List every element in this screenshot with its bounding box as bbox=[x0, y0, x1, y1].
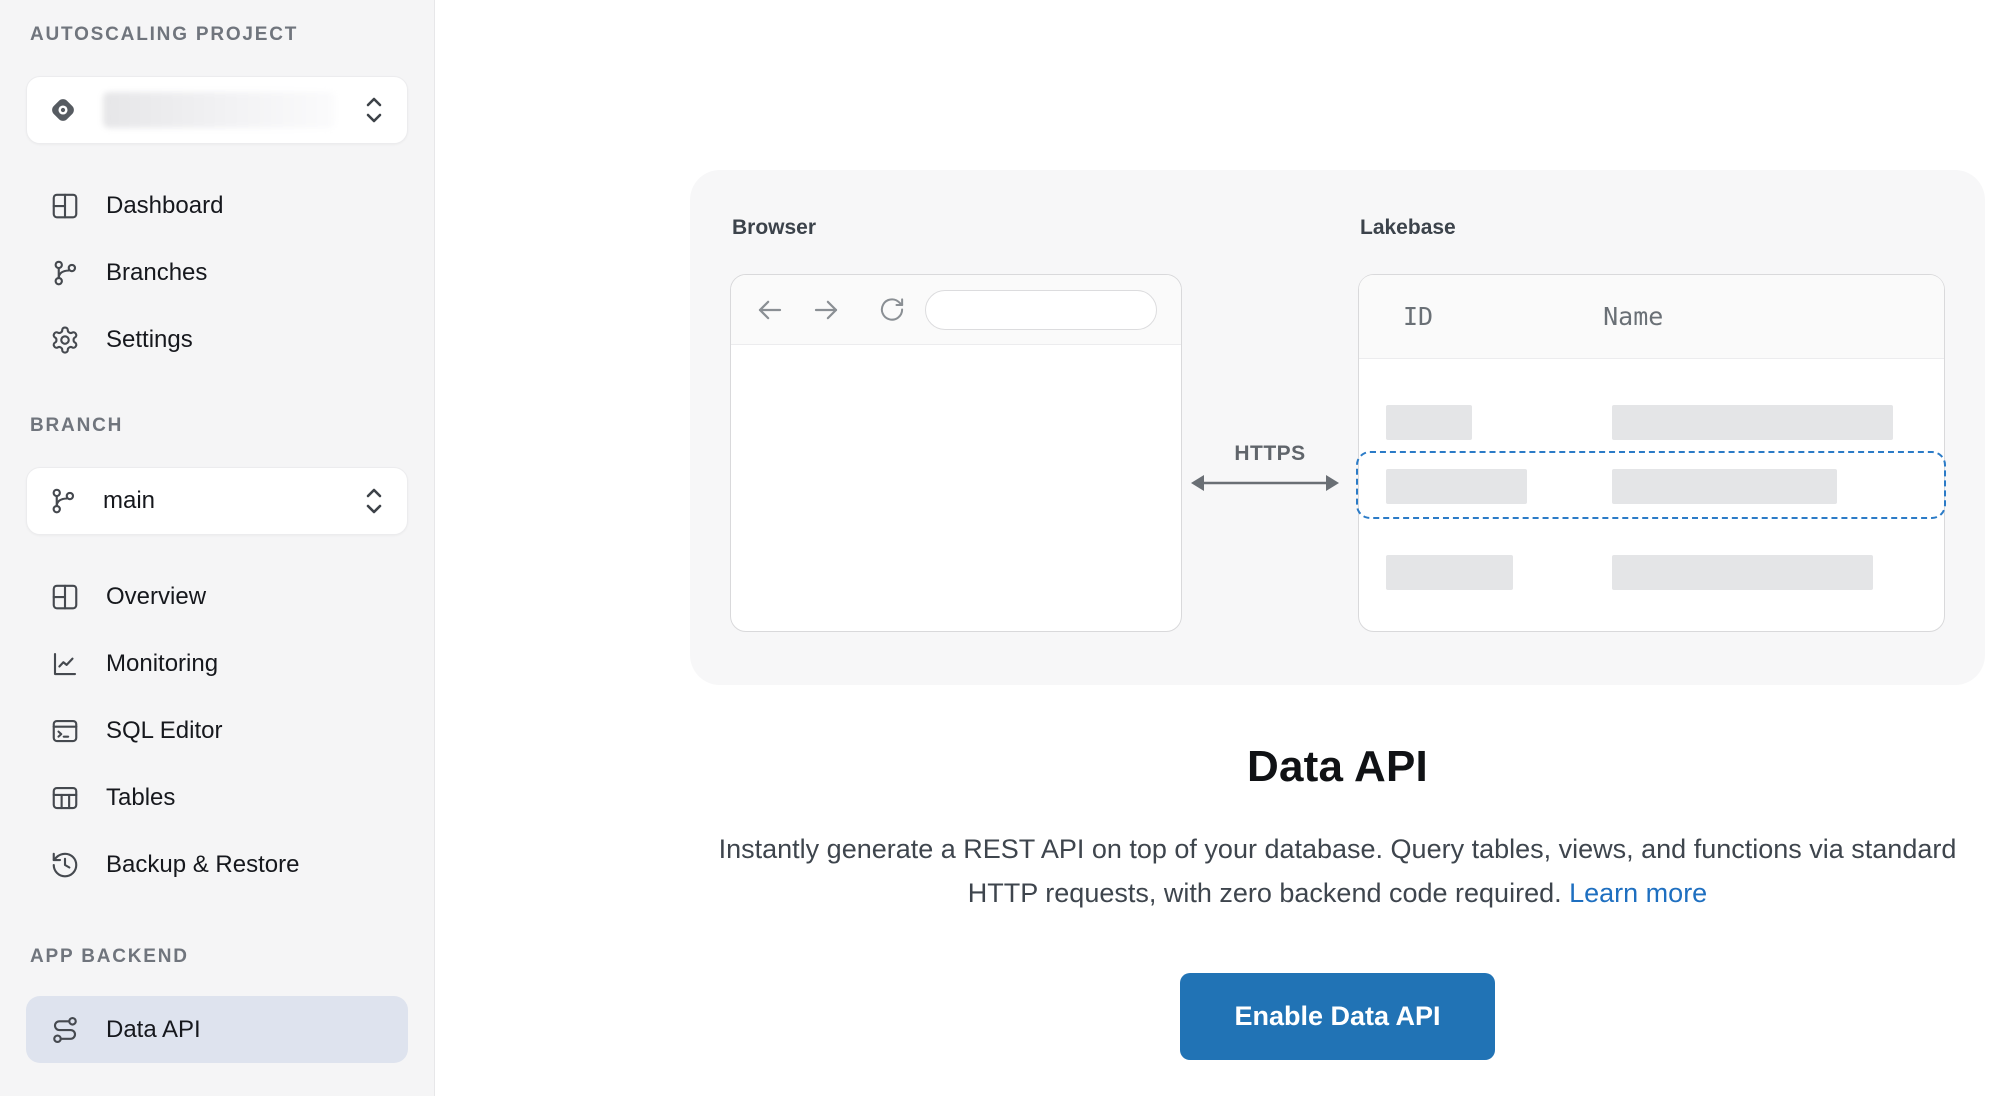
https-label: HTTPS bbox=[1234, 442, 1306, 465]
placeholder-cell bbox=[1386, 469, 1527, 504]
browser-toolbar bbox=[731, 275, 1181, 345]
url-bar bbox=[925, 289, 1157, 330]
page-description: Instantly generate a REST API on top of … bbox=[715, 828, 1960, 915]
selected-row-dashed-outline bbox=[1356, 451, 1946, 519]
overview-icon bbox=[50, 582, 80, 612]
enable-data-api-button[interactable]: Enable Data API bbox=[1180, 973, 1495, 1061]
sidebar-item-label: Branches bbox=[106, 258, 208, 286]
sidebar-item-overview[interactable]: Overview bbox=[26, 563, 408, 630]
learn-more-link[interactable]: Learn more bbox=[1569, 877, 1708, 908]
sidebar-item-label: Tables bbox=[106, 783, 176, 811]
column-header-name: Name bbox=[1603, 302, 1664, 331]
branch-section-label: BRANCH bbox=[30, 415, 124, 436]
placeholder-cell bbox=[1612, 405, 1893, 440]
browser-mockup bbox=[730, 274, 1182, 632]
project-name-redacted bbox=[103, 92, 335, 128]
sidebar-item-label: Monitoring bbox=[106, 649, 219, 677]
branch-nav: Overview Monitoring SQL Editor bbox=[26, 563, 408, 898]
sidebar-item-label: SQL Editor bbox=[106, 716, 223, 744]
back-arrow-icon bbox=[755, 295, 785, 325]
line-chart-icon bbox=[50, 649, 80, 679]
lakebase-table-mockup: ID Name bbox=[1356, 274, 1946, 632]
sidebar-item-label: Dashboard bbox=[106, 191, 224, 219]
git-branch-icon bbox=[50, 258, 80, 288]
project-nav: Dashboard Branches Settings bbox=[26, 172, 408, 373]
forward-arrow-icon bbox=[811, 295, 841, 325]
backend-section-label: APP BACKEND bbox=[30, 946, 189, 967]
browser-mock-label: Browser bbox=[732, 216, 817, 239]
placeholder-cell bbox=[1386, 555, 1513, 590]
page-title: Data API bbox=[1247, 742, 1428, 791]
sidebar-item-tables[interactable]: Tables bbox=[26, 764, 408, 831]
sidebar-item-sql-editor[interactable]: SQL Editor bbox=[26, 697, 408, 764]
sidebar-item-label: Settings bbox=[106, 325, 193, 353]
sidebar-item-dashboard[interactable]: Dashboard bbox=[26, 172, 408, 239]
sidebar-item-label: Data API bbox=[106, 1015, 201, 1043]
sidebar-item-label: Overview bbox=[106, 582, 207, 610]
gear-icon bbox=[50, 325, 80, 355]
double-arrow-icon bbox=[1190, 470, 1340, 496]
illustration-panel: Browser bbox=[690, 170, 1985, 685]
branch-selector-value: main bbox=[103, 487, 156, 514]
description-text: Instantly generate a REST API on top of … bbox=[718, 834, 1957, 908]
sidebar-item-monitoring[interactable]: Monitoring bbox=[26, 630, 408, 697]
table-icon bbox=[50, 783, 80, 813]
route-icon bbox=[50, 1015, 80, 1045]
project-icon bbox=[47, 94, 79, 126]
placeholder-cell bbox=[1386, 405, 1472, 440]
chevron-up-down-icon bbox=[361, 93, 387, 127]
history-clock-icon bbox=[50, 850, 80, 880]
git-branch-icon bbox=[47, 486, 79, 516]
sidebar-item-data-api[interactable]: Data API bbox=[26, 996, 408, 1063]
lakebase-mock-label: Lakebase bbox=[1360, 216, 1456, 239]
table-header-row: ID Name bbox=[1359, 275, 1944, 359]
reload-icon bbox=[877, 296, 907, 323]
column-header-id: ID bbox=[1403, 302, 1434, 331]
project-selector[interactable] bbox=[26, 76, 408, 144]
sidebar-item-label: Backup & Restore bbox=[106, 850, 300, 878]
placeholder-cell bbox=[1612, 555, 1873, 590]
feature-intro: Data API Instantly generate a REST API o… bbox=[690, 742, 1985, 1061]
https-connection: HTTPS bbox=[1190, 442, 1350, 496]
terminal-icon bbox=[50, 716, 80, 746]
sidebar-item-branches[interactable]: Branches bbox=[26, 239, 408, 306]
sidebar-item-backup-restore[interactable]: Backup & Restore bbox=[26, 831, 408, 898]
backend-nav: Data API bbox=[26, 996, 408, 1063]
sidebar-item-settings[interactable]: Settings bbox=[26, 306, 408, 373]
project-section-label: AUTOSCALING PROJECT bbox=[30, 24, 299, 45]
placeholder-cell bbox=[1612, 469, 1837, 504]
sidebar: AUTOSCALING PROJECT Dashboard bbox=[0, 0, 435, 1096]
main-content: Browser bbox=[435, 0, 2000, 1096]
branch-selector[interactable]: main bbox=[26, 467, 408, 535]
chevron-up-down-icon bbox=[361, 484, 387, 518]
dashboard-icon bbox=[50, 191, 80, 221]
